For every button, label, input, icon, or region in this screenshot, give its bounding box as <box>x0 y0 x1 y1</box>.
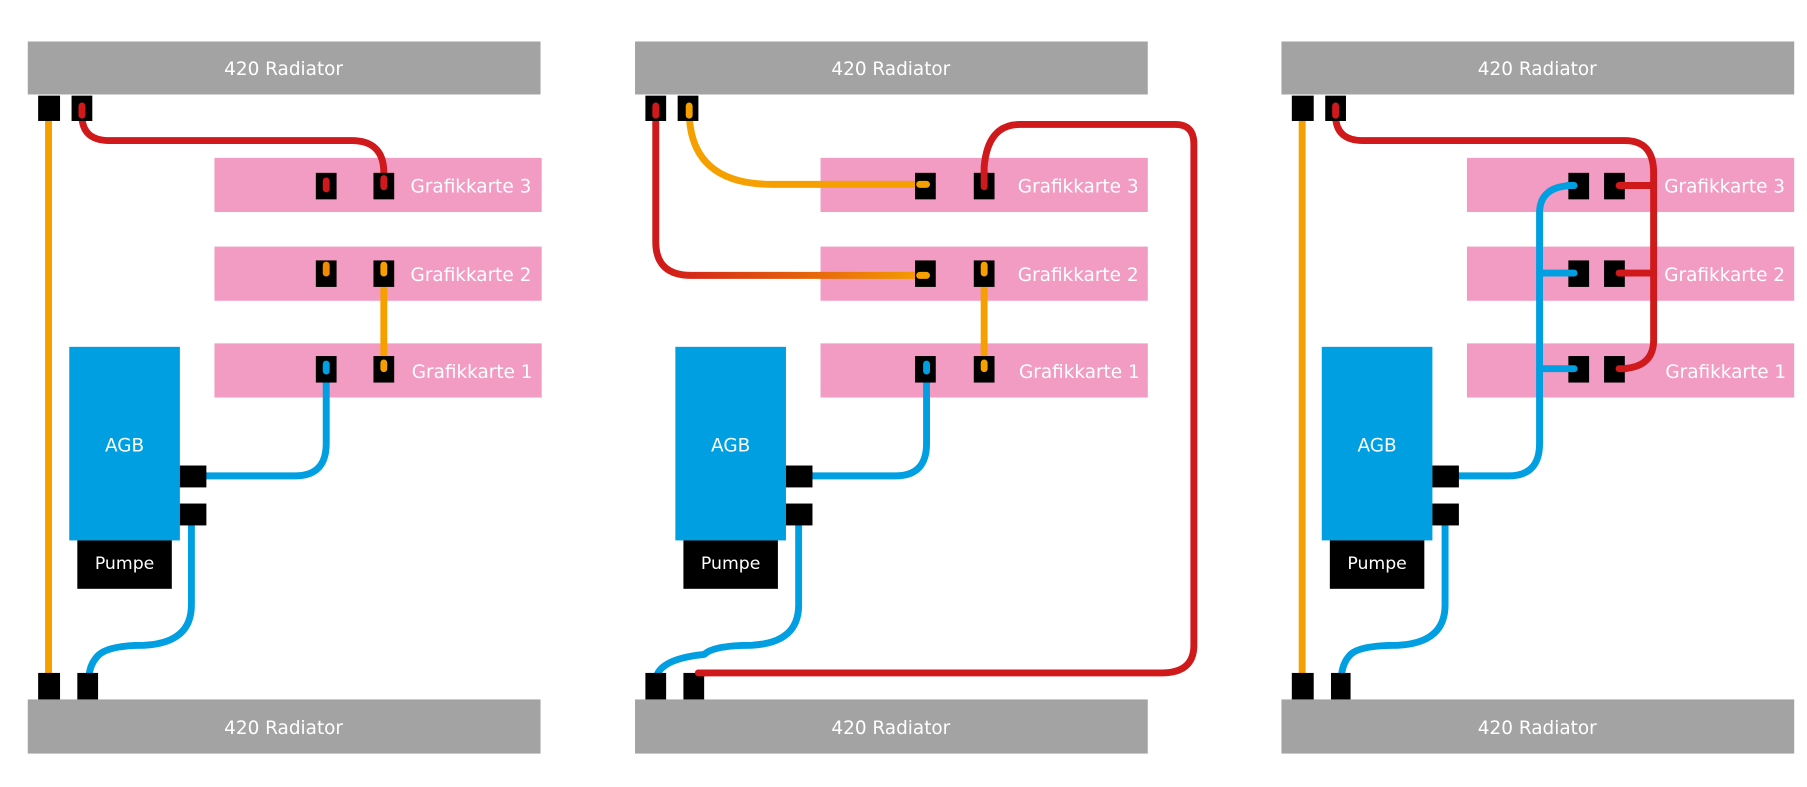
reservoir: AGB <box>1321 346 1433 541</box>
port <box>683 672 705 700</box>
port <box>1291 672 1314 700</box>
port <box>1291 95 1314 121</box>
radiator-bottom: 420 Radiator <box>635 699 1148 754</box>
port <box>1604 356 1625 383</box>
gpu-3: Grafikkarte 3 <box>214 157 542 213</box>
reservoir-label: AGB <box>105 436 144 457</box>
port <box>785 465 813 488</box>
port <box>179 503 207 526</box>
port <box>1604 172 1625 200</box>
tube-cold-gpu1 <box>807 365 931 480</box>
port <box>1432 465 1459 488</box>
pump-label: Pumpe <box>701 554 760 574</box>
pump-label: Pumpe <box>95 554 154 574</box>
port <box>785 503 813 526</box>
panel-parallel: 420 Radiator 420 Radiator Grafikkarte 3 … <box>1281 41 1795 754</box>
radiator-bottom: 420 Radiator <box>27 699 541 754</box>
port <box>1432 503 1459 526</box>
gpu-3-label: Grafikkarte 3 <box>411 176 532 197</box>
tube-cold-pump <box>652 520 803 684</box>
tube-cold-manifold <box>1454 182 1578 480</box>
tube-warm <box>685 107 929 188</box>
tube-cold-pump <box>1337 520 1449 684</box>
radiator-top: 420 Radiator <box>27 41 541 95</box>
tube-cold-gpu1 <box>201 365 330 480</box>
radiator-top-label: 420 Radiator <box>1478 59 1597 80</box>
port <box>1568 260 1590 287</box>
port <box>38 95 61 121</box>
gpu-3-label: Grafikkarte 3 <box>1018 176 1139 197</box>
reservoir: AGB <box>69 346 180 541</box>
radiator-top: 420 Radiator <box>635 41 1148 95</box>
tube-hot-long <box>694 120 1198 677</box>
panel-mixed: 420 Radiator 420 Radiator Grafikkarte 3 … <box>635 41 1198 754</box>
port <box>1568 356 1590 383</box>
pump: Pumpe <box>77 540 172 589</box>
gpu-2-label: Grafikkarte 2 <box>1018 265 1139 286</box>
radiator-top-label: 420 Radiator <box>831 59 950 80</box>
tube-cold-pump <box>85 520 195 684</box>
reservoir: AGB <box>675 346 786 541</box>
pump-label: Pumpe <box>1347 554 1406 574</box>
gpu-2-label: Grafikkarte 2 <box>411 265 532 286</box>
radiator-top: 420 Radiator <box>1281 41 1795 95</box>
port <box>1568 172 1590 200</box>
gpu-2-label: Grafikkarte 2 <box>1664 265 1785 286</box>
panel-serial: 420 Radiator 420 Radiator Grafikkarte 3 … <box>27 41 542 754</box>
radiator-bottom-label: 420 Radiator <box>1478 718 1597 739</box>
port <box>179 465 207 488</box>
port <box>77 672 99 700</box>
radiator-top-label: 420 Radiator <box>224 59 343 80</box>
pump: Pumpe <box>1329 540 1425 589</box>
tube-hot-to-gpu2 <box>652 107 929 279</box>
gpu-1-label: Grafikkarte 1 <box>412 362 533 383</box>
gpu-3-label: Grafikkarte 3 <box>1664 176 1785 197</box>
radiator-bottom: 420 Radiator <box>1281 699 1795 754</box>
gpu-1-label: Grafikkarte 1 <box>1019 362 1140 383</box>
radiator-bottom-label: 420 Radiator <box>831 718 950 739</box>
tube-hot-manifold <box>1332 111 1658 373</box>
port <box>38 672 61 700</box>
gpu-1-label: Grafikkarte 1 <box>1665 362 1786 383</box>
reservoir-label: AGB <box>711 436 750 457</box>
radiator-bottom-label: 420 Radiator <box>224 718 343 739</box>
reservoir-label: AGB <box>1357 436 1396 457</box>
port <box>1604 260 1625 287</box>
port <box>645 672 667 700</box>
tube-hot <box>78 111 388 191</box>
port <box>1330 672 1351 700</box>
pump: Pumpe <box>683 540 778 589</box>
